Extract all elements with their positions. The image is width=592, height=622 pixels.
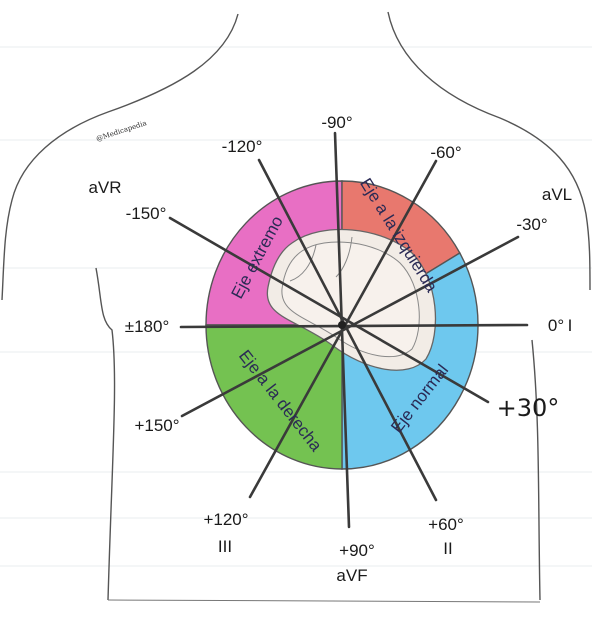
lead-avf: aVF: [336, 566, 367, 585]
label-plus150: +150°: [134, 416, 179, 435]
watermark: @Medicapedia: [95, 119, 148, 143]
label-minus120: -120°: [222, 137, 263, 156]
label-plus60: +60°: [428, 515, 464, 534]
torso-arm-right: [532, 340, 540, 600]
label-0: 0°: [548, 316, 564, 335]
axis-center: [338, 321, 346, 329]
torso-outline: [2, 14, 238, 300]
handwritten-plus30: +30°: [497, 394, 560, 422]
label-minus150: -150°: [126, 204, 167, 223]
lead-avr: aVR: [88, 178, 121, 197]
lead-ii: II: [443, 539, 452, 558]
label-plus90: +90°: [339, 541, 375, 560]
label-plus120: +120°: [203, 510, 248, 529]
lead-iii: III: [218, 537, 232, 556]
label-180: ±180°: [125, 317, 170, 336]
torso-arm-left: [96, 268, 115, 600]
lead-i: I: [568, 316, 573, 335]
torso-bottom: [108, 600, 540, 602]
label-minus60: -60°: [430, 143, 461, 162]
label-minus30: -30°: [516, 215, 547, 234]
label-minus90: -90°: [321, 113, 352, 132]
lead-avl: aVL: [542, 185, 572, 204]
